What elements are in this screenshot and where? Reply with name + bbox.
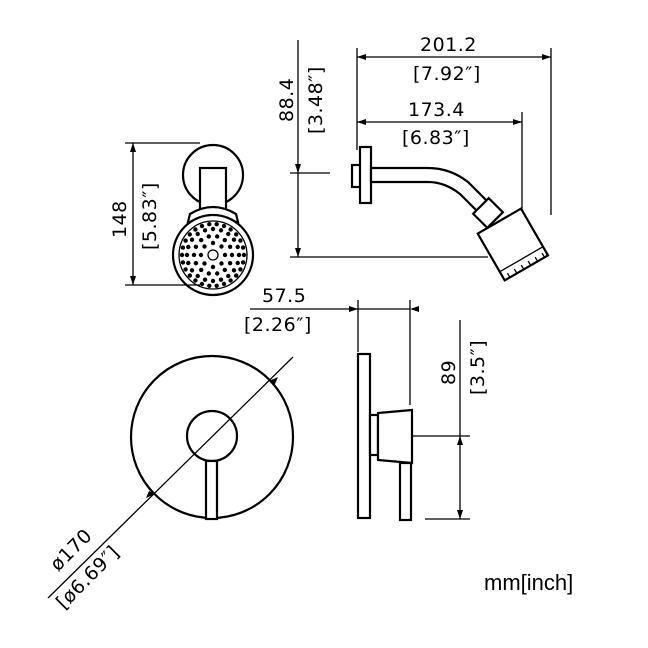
- nozzle-dot: [218, 228, 224, 233]
- nozzle-dot: [179, 252, 185, 258]
- valve-side-view: [356, 352, 414, 522]
- nozzle-dot: [221, 281, 227, 287]
- nozzle-dot: [228, 278, 233, 283]
- nozzle-dot: [202, 277, 208, 282]
- nozzle-dot: [202, 261, 207, 266]
- nozzle-dot: [235, 260, 240, 266]
- nozzle-dot: [207, 283, 212, 288]
- handle-height-dimension: 89 [3.5″]: [412, 320, 489, 520]
- nozzle-dot: [191, 252, 197, 258]
- nozzle-dot: [241, 252, 247, 258]
- nozzle-dot: [187, 273, 192, 278]
- nozzle-dot: [229, 252, 235, 258]
- nozzle-dot: [199, 237, 204, 243]
- nozzle-dot: [231, 237, 237, 242]
- nozzle-dot: [195, 273, 200, 279]
- nozzle-dot: [226, 273, 231, 279]
- nozzle-dot: [199, 223, 205, 229]
- nozzle-dot: [222, 237, 227, 243]
- nozzle-dot: [195, 231, 200, 237]
- nozzle-dot: [240, 260, 246, 265]
- nozzle-dot: [187, 232, 192, 237]
- arm-length-inch: [6.83″]: [402, 127, 470, 149]
- nozzle-dot: [219, 261, 224, 266]
- nozzle-dot: [222, 267, 227, 273]
- nozzle-dot: [207, 222, 212, 227]
- nozzle-dot: [218, 277, 224, 282]
- total-length-dimension: 201.2 [7.92″]: [356, 34, 552, 215]
- total-length-mm: 201.2: [420, 34, 477, 56]
- valve-depth-mm: 57.5: [262, 285, 306, 307]
- nozzle-dot: [227, 244, 233, 249]
- nozzle-dot: [199, 267, 204, 273]
- nozzle-pattern: [179, 222, 247, 288]
- units-label: mm[inch]: [484, 570, 574, 595]
- valve-depth-dimension: 57.5 [2.26″]: [244, 285, 419, 405]
- nozzle-dot: [238, 267, 243, 272]
- nozzle-dot: [235, 244, 240, 250]
- handle-height-inch: [3.5″]: [467, 340, 489, 395]
- nozzle-dot: [193, 261, 199, 266]
- nozzle-dot: [231, 268, 237, 273]
- head-height-mm: 148: [109, 200, 131, 238]
- nozzle-dot: [240, 245, 246, 250]
- arm-height-dimension: 88.4 [3.48″]: [276, 40, 488, 258]
- nozzle-dot: [215, 271, 220, 276]
- nozzle-dot: [214, 283, 219, 288]
- nozzle-dot: [189, 237, 195, 242]
- nozzle-dot: [234, 273, 239, 278]
- nozzle-dot: [222, 252, 228, 258]
- nozzle-dot: [202, 228, 208, 233]
- valve-depth-inch: [2.26″]: [244, 314, 312, 336]
- nozzle-dot: [210, 226, 216, 232]
- nozzle-dot: [215, 234, 220, 239]
- nozzle-dot: [189, 268, 195, 273]
- head-height-dimension: 148 [5.83″]: [109, 142, 200, 286]
- arm-height-mm: 88.4: [276, 78, 298, 122]
- nozzle-dot: [193, 227, 198, 232]
- nozzle-dot: [221, 223, 227, 229]
- nozzle-dot: [210, 278, 216, 284]
- nozzle-dot: [186, 244, 191, 250]
- nozzle-dot: [186, 260, 191, 266]
- nozzle-dot: [184, 252, 190, 258]
- nozzle-dot: [210, 264, 216, 270]
- nozzle-dot: [214, 222, 219, 227]
- arm-length-mm: 173.4: [408, 99, 465, 121]
- nozzle-dot: [219, 244, 224, 249]
- nozzle-dot: [238, 238, 243, 243]
- nozzle-dot: [228, 227, 233, 232]
- shower-head-front-view: [171, 143, 255, 297]
- nozzle-dot: [183, 238, 188, 243]
- nozzle-dot: [193, 244, 199, 249]
- nozzle-dot: [193, 278, 198, 283]
- shower-arm-side-view: [350, 145, 550, 282]
- nozzle-dot: [226, 231, 231, 237]
- total-length-inch: [7.92″]: [413, 63, 481, 85]
- head-height-inch: [5.83″]: [139, 182, 161, 250]
- nozzle-dot: [198, 252, 204, 258]
- nozzle-dot: [210, 240, 216, 246]
- arm-length-dimension: 173.4 [6.83″]: [357, 99, 523, 210]
- nozzle-dot: [234, 232, 239, 237]
- handle-height-mm: 89: [438, 360, 460, 385]
- nozzle-dot: [227, 261, 233, 266]
- nozzle-dot: [180, 260, 186, 265]
- nozzle-dot: [202, 244, 207, 249]
- nozzle-dot: [180, 245, 186, 250]
- nozzle-dot: [236, 252, 242, 258]
- nozzle-dot: [183, 267, 188, 272]
- nozzle-dot: [199, 281, 205, 287]
- nozzle-dot: [206, 271, 211, 276]
- nozzle-dot: [206, 234, 211, 239]
- arm-height-inch: [3.48″]: [305, 66, 327, 134]
